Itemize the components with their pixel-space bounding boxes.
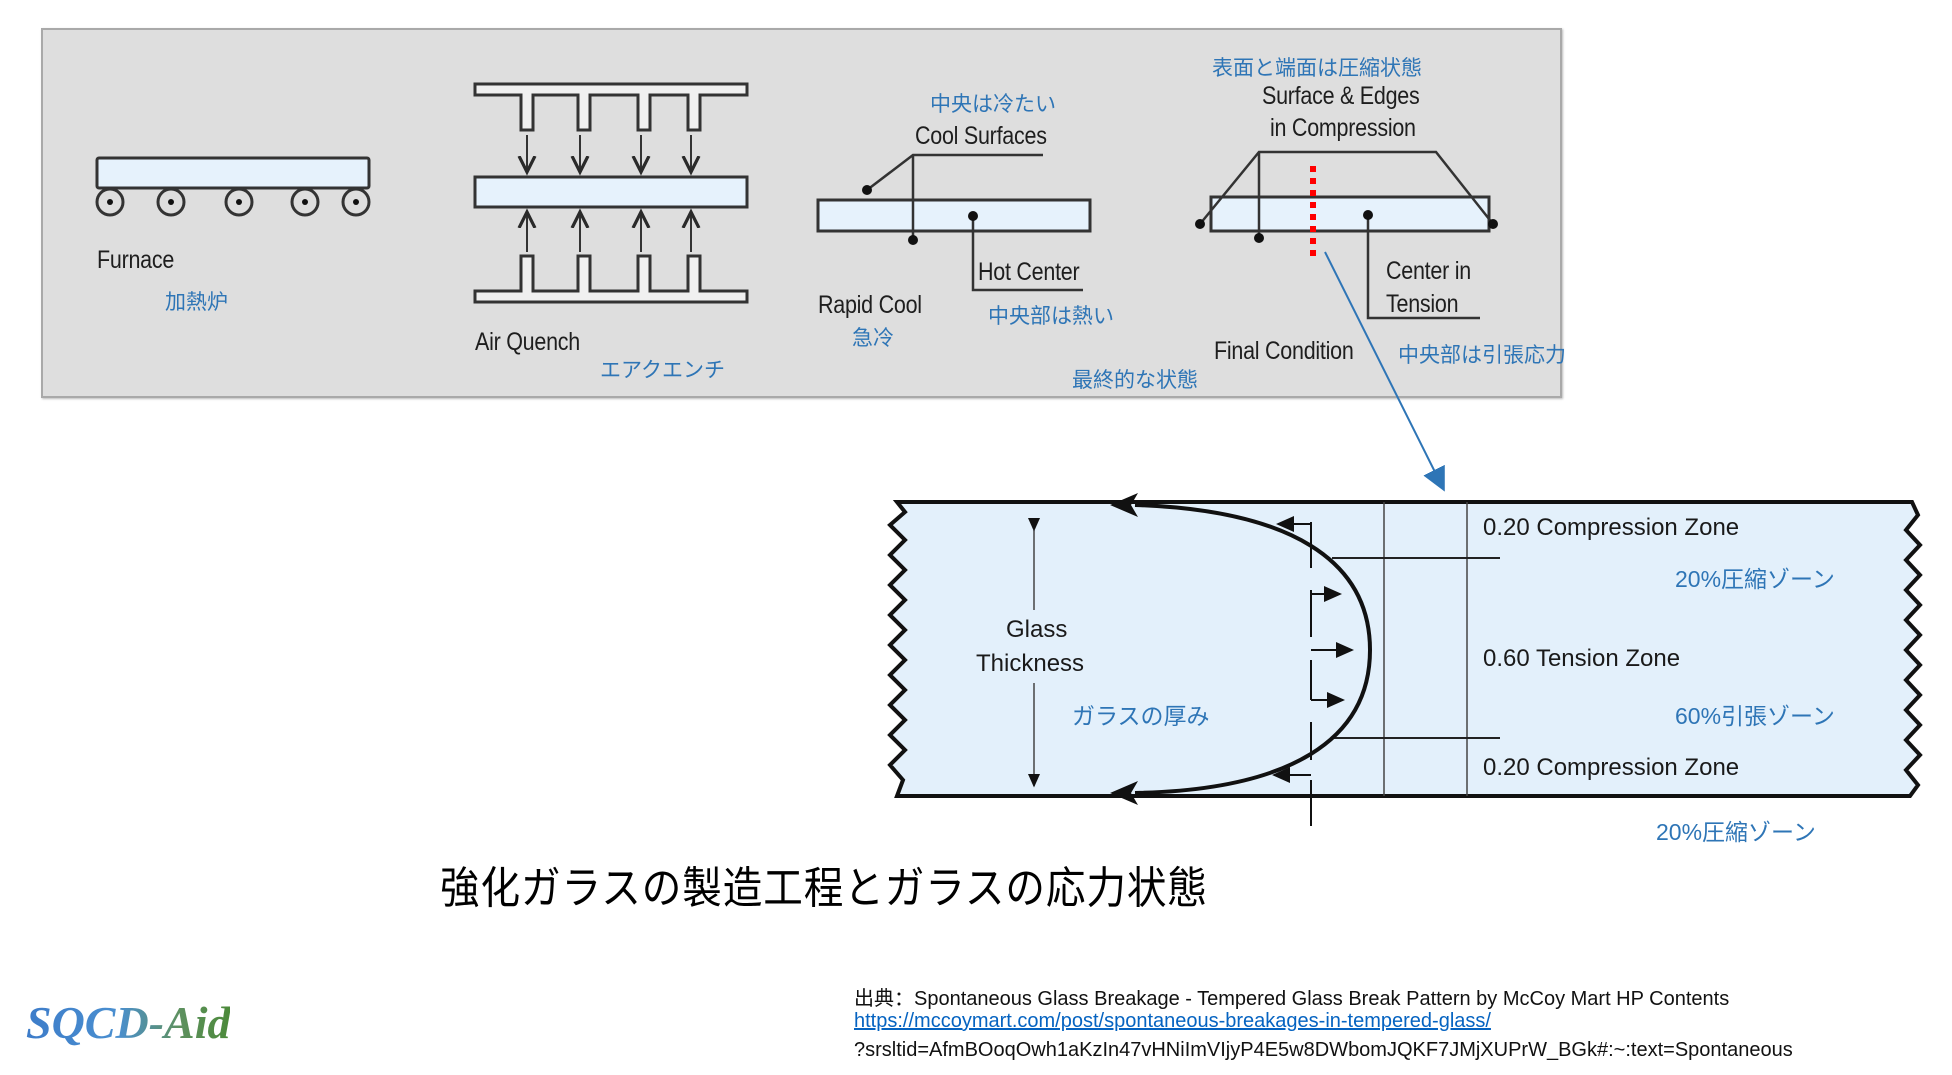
- curve-arrowhead-bottom: [1110, 781, 1138, 805]
- zone-label-middle: 0.60 Tension Zone: [1483, 645, 1681, 672]
- glass-thickness-label-line2: Thickness: [976, 650, 1085, 677]
- citation-source: 出典：Spontaneous Glass Breakage - Tempered…: [854, 988, 1730, 1010]
- rapid-cool-glass-sheet: [816, 198, 1092, 233]
- furnace-rollers: [95, 187, 371, 217]
- stress-profile-curve: [1134, 503, 1373, 795]
- zone-label-bottom: 0.20 Compression Zone: [1483, 754, 1740, 781]
- rapid-cool-label: Rapid Cool: [818, 291, 922, 319]
- zone-label-top-jp: 20%圧縮ゾーン: [1675, 566, 1835, 592]
- center-tension-label-line1: Center in: [1386, 257, 1471, 285]
- surface-edges-label-line2: in Compression: [1270, 114, 1416, 142]
- stress-diagram: [887, 493, 1923, 826]
- center-tension-label-jp: 中央部は引張応力: [1398, 344, 1566, 367]
- surface-edges-label-jp: 表面と端面は圧縮状態: [1212, 57, 1422, 80]
- sqcd-aid-logo: SQCD-Aid: [26, 997, 231, 1048]
- furnace-label-jp: 加熱炉: [165, 291, 228, 314]
- furnace-illustration: [95, 156, 371, 217]
- upper-nozzle-manifold: [473, 82, 749, 132]
- zone-label-middle-jp: 60%引張ゾーン: [1675, 703, 1835, 729]
- center-tension-label-line2: Tension: [1386, 290, 1459, 318]
- final-condition-label: Final Condition: [1214, 337, 1354, 365]
- page-title: 強化ガラスの製造工程とガラスの応力状態: [440, 863, 1208, 914]
- final-condition-label-jp: 最終的な状態: [1072, 369, 1198, 392]
- furnace-glass-sheet: [95, 156, 371, 190]
- cool-surfaces-label-jp: 中央は冷たい: [930, 93, 1056, 116]
- air-quench-label: Air Quench: [475, 328, 580, 356]
- citation-link[interactable]: https://mccoymart.com/post/spontaneous-b…: [854, 1010, 1491, 1032]
- lower-nozzle-manifold: [473, 254, 749, 304]
- glass-cross-section: [887, 500, 1923, 798]
- furnace-label: Furnace: [97, 246, 175, 274]
- final-glass-sheet: [1209, 195, 1491, 233]
- zone-label-top: 0.20 Compression Zone: [1483, 514, 1740, 541]
- cool-surfaces-label: Cool Surfaces: [915, 122, 1047, 150]
- zone-label-bottom-jp: 20%圧縮ゾーン: [1656, 819, 1816, 845]
- connector-arrow: [1324, 251, 1445, 492]
- quench-glass-sheet: [473, 175, 749, 209]
- citation-query: ?srsltid=AfmBOoqOwh1aKzIn47vHNiImVIjyP4E…: [854, 1039, 1793, 1061]
- air-quench-illustration: [473, 82, 749, 304]
- glass-thickness-label-line1: Glass: [1006, 616, 1068, 643]
- rapid-cool-illustration: [816, 153, 1092, 292]
- curve-arrowhead-top: [1110, 493, 1138, 517]
- glass-thickness-label-jp: ガラスの厚み: [1072, 703, 1210, 729]
- surface-edges-label-line1: Surface & Edges: [1262, 82, 1420, 110]
- rapid-cool-label-jp: 急冷: [852, 327, 894, 350]
- final-condition-illustration: [1195, 150, 1498, 320]
- air-quench-label-jp: エアクエンチ: [600, 359, 725, 382]
- hot-center-label: Hot Center: [978, 258, 1080, 286]
- hot-center-label-jp: 中央部は熱い: [988, 305, 1114, 328]
